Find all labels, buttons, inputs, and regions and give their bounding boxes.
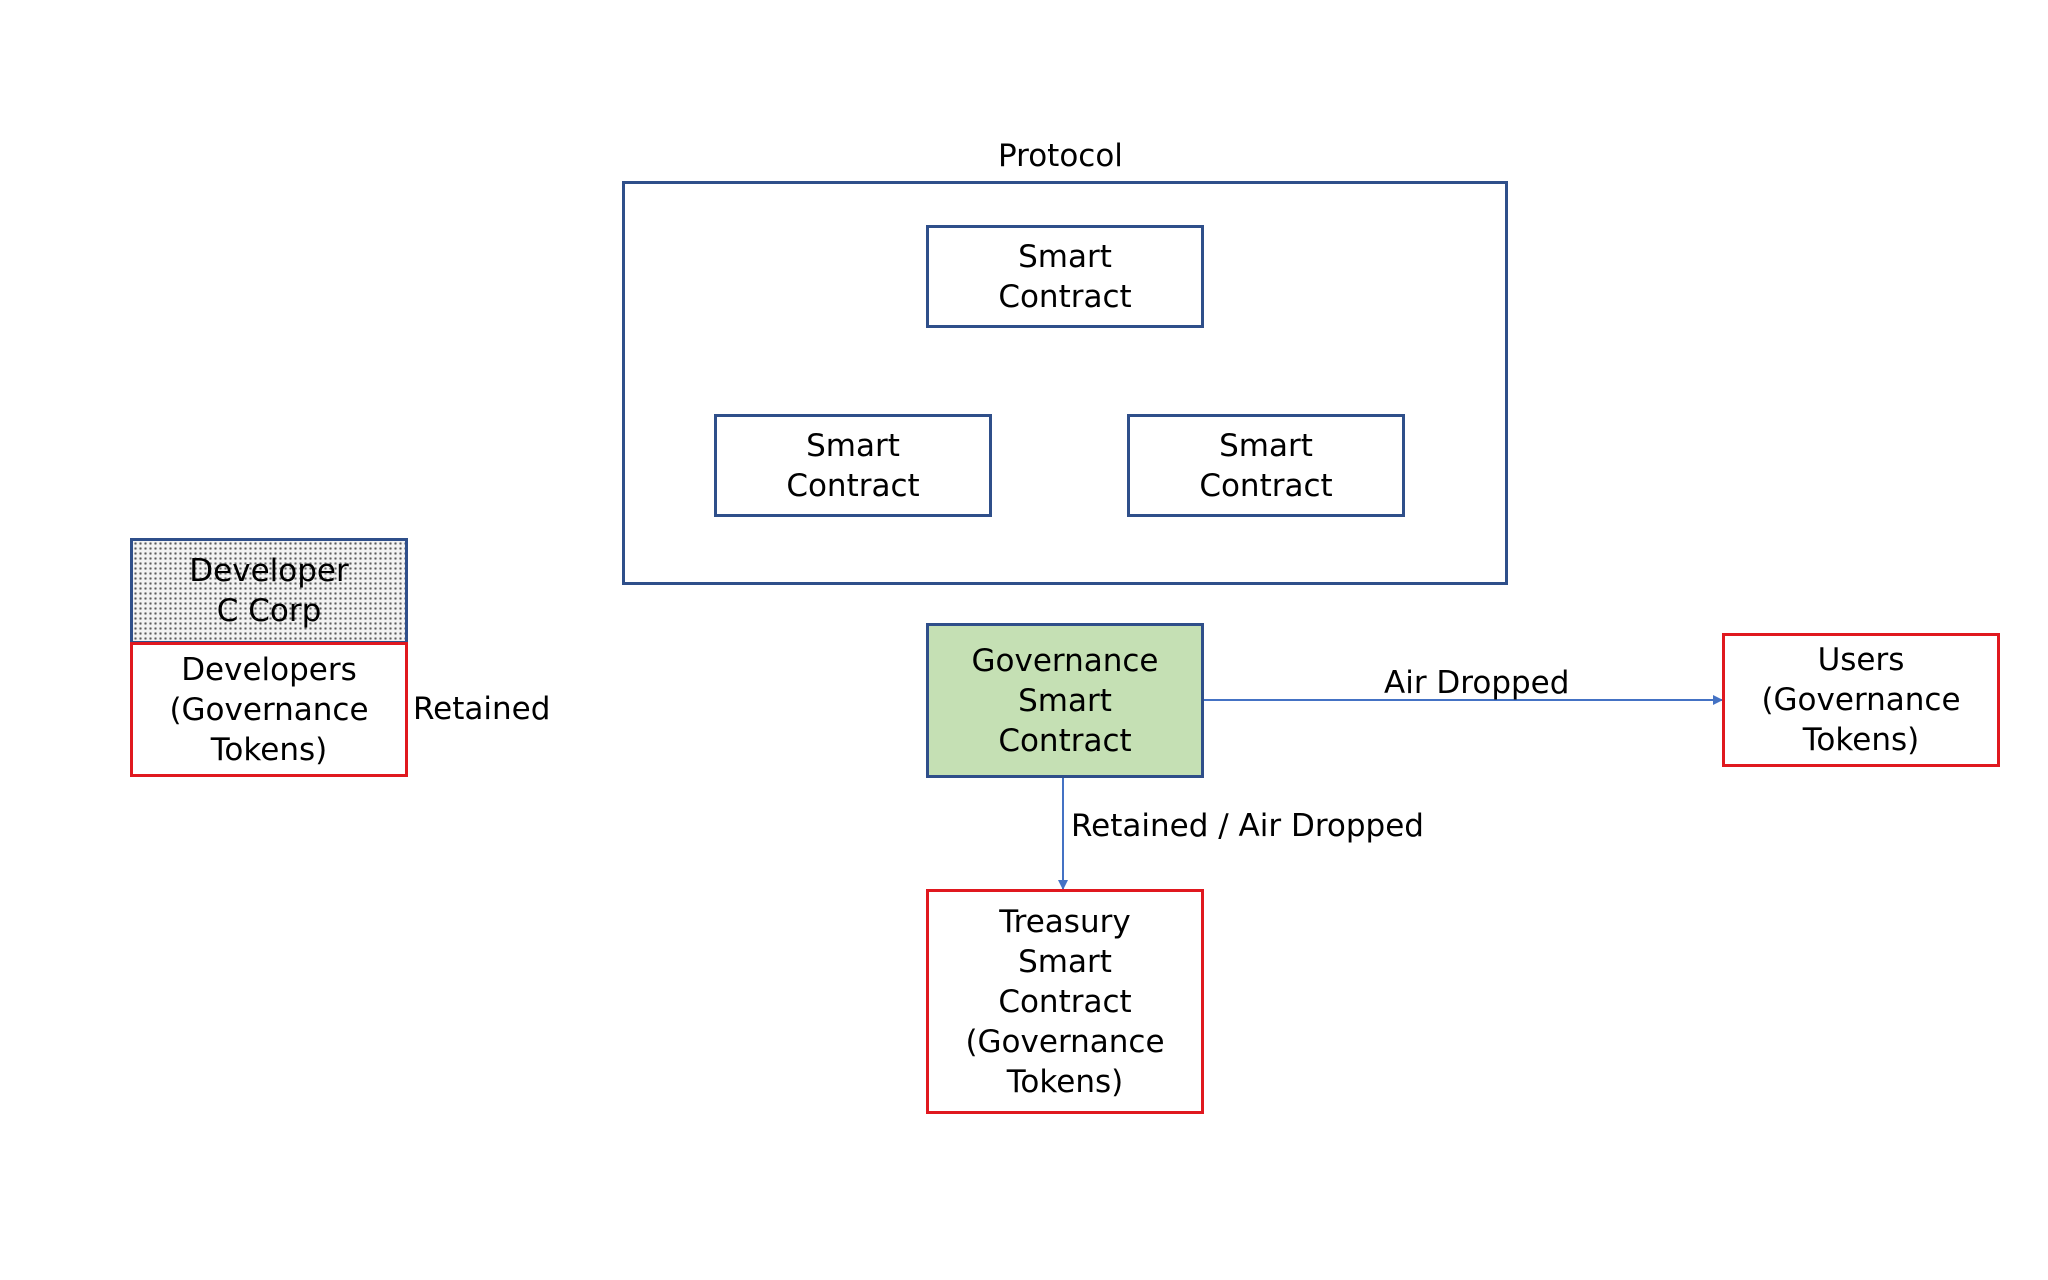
retained-airdrop-label: Retained / Air Dropped [1071,808,1424,844]
governance-line3: Contract [998,722,1132,759]
treasury-line2: Smart [1018,943,1112,980]
developers-line3: Tokens) [210,731,328,768]
smart-contract-right: Smart Contract [1127,414,1405,517]
treasury-line1: Treasury [999,903,1131,940]
smart-contract-top-line2: Contract [998,278,1132,315]
users-line3: Tokens) [1802,722,1920,758]
smart-contract-right-line2: Contract [1199,467,1333,504]
treasury-line5: Tokens) [1006,1063,1124,1100]
developer-c-corp-box: Developer C Corp [130,538,408,644]
smart-contract-left: Smart Contract [714,414,992,517]
protocol-title: Protocol [998,138,1123,174]
smart-contract-left-line1: Smart [806,427,900,464]
developers-box: Developers (Governance Tokens) [130,642,408,777]
treasury-line4: (Governance [965,1023,1165,1060]
developers-line1: Developers [181,651,357,688]
developer-c-corp-line2: C Corp [216,593,322,629]
users-line2: (Governance [1761,682,1961,718]
treasury-box: Treasury Smart Contract (Governance Toke… [926,889,1204,1114]
users-box: Users (Governance Tokens) [1722,633,2000,767]
smart-contract-top-line1: Smart [1018,238,1112,275]
governance-line2: Smart [1018,682,1112,719]
governance-line1: Governance [971,642,1159,679]
smart-contract-top: Smart Contract [926,225,1204,328]
governance-smart-contract-box: Governance Smart Contract [926,623,1204,778]
smart-contract-right-line1: Smart [1219,427,1313,464]
retained-label: Retained [413,691,551,727]
smart-contract-left-line2: Contract [786,467,920,504]
developer-c-corp-line1: Developer [189,553,349,589]
users-line1: Users [1817,642,1905,678]
treasury-line3: Contract [998,983,1132,1020]
developers-line2: (Governance [169,691,369,728]
airdrop-label: Air Dropped [1384,665,1570,701]
